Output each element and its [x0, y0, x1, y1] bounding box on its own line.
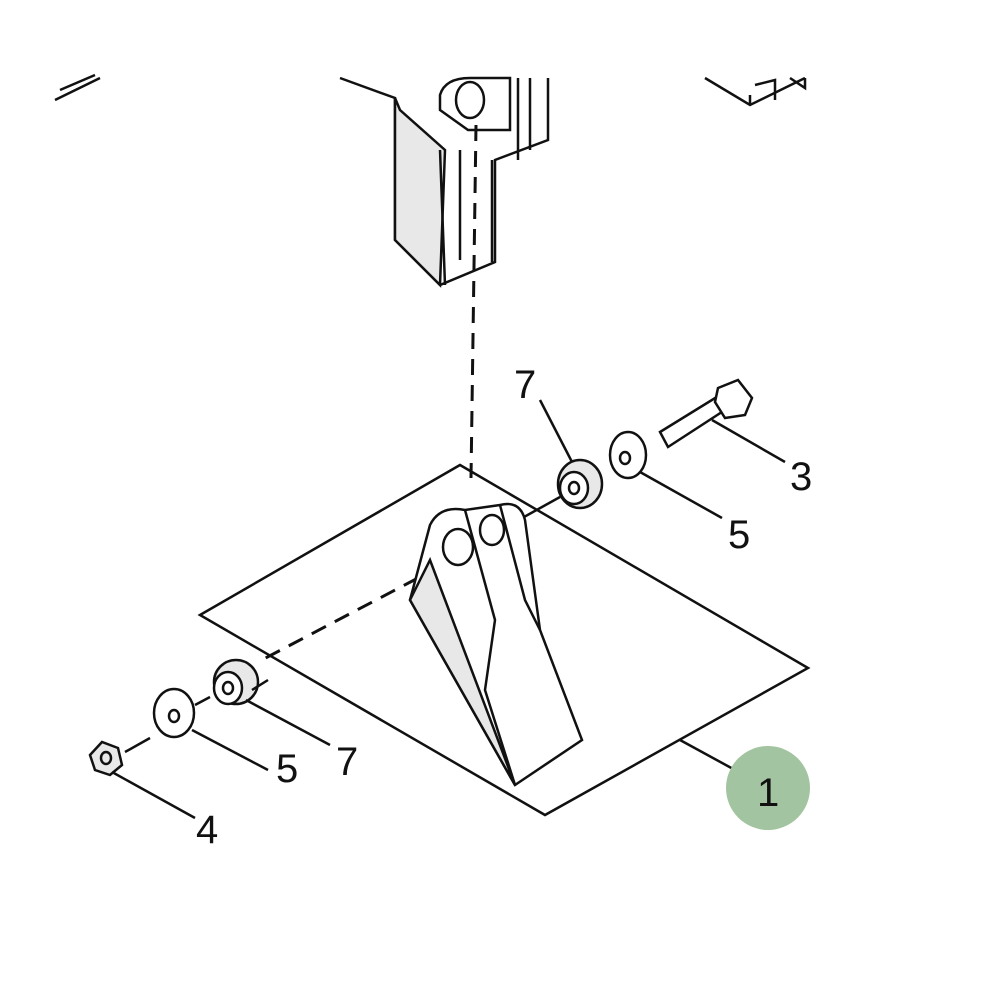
left-spacer [212, 658, 260, 706]
pin-segments [124, 678, 269, 754]
callout-7-top: 7 [514, 363, 536, 407]
callout-1: 1 [757, 771, 779, 815]
bolt [658, 378, 754, 449]
right-washer [608, 430, 648, 480]
callout-5-right: 5 [728, 513, 750, 557]
callout-3: 3 [790, 455, 812, 499]
highlight-plate [197, 463, 811, 817]
adapter-shank [54, 73, 807, 288]
alignment-line-pin [257, 576, 419, 664]
alignment-line-vertical [469, 124, 478, 479]
callout-4: 4 [196, 808, 218, 852]
left-washer [152, 687, 196, 739]
nut [88, 740, 124, 777]
bucket-tooth [408, 502, 584, 787]
highlight-circle [726, 746, 810, 830]
leader-lines [111, 399, 786, 820]
top-spacer [556, 458, 604, 510]
callout-5-left: 5 [276, 747, 298, 791]
callout-7-left: 7 [336, 740, 358, 784]
